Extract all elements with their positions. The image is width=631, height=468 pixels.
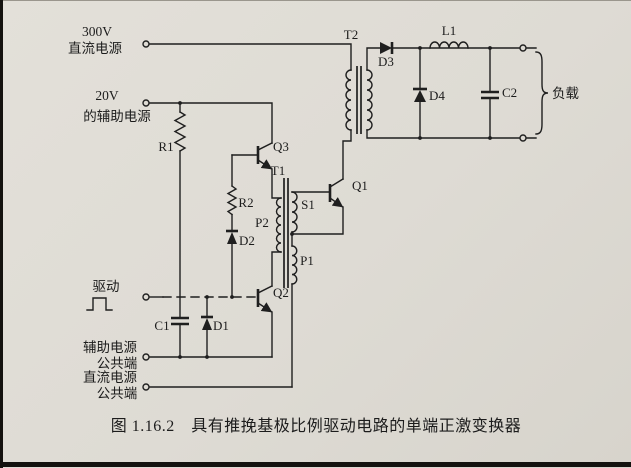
drive-pulse-waveform-icon (86, 297, 113, 311)
label-t1: T1 (271, 163, 285, 178)
q2-collector (257, 285, 273, 294)
resistor-r2: R2 (226, 154, 254, 216)
terminal-circles (142, 40, 527, 391)
label-q3: Q3 (273, 139, 289, 154)
wire-q1-emitter-junction (291, 206, 344, 235)
wire-secondary-top (366, 47, 381, 71)
t1-winding-s1 (291, 191, 298, 233)
label-d1: D1 (213, 318, 229, 333)
label-l1: L1 (442, 23, 456, 38)
transformer-t2: T2 (344, 27, 373, 134)
label-d3: D3 (378, 54, 394, 69)
label-r1: R1 (158, 139, 173, 154)
label-c1: C1 (154, 318, 169, 333)
q1-collector (329, 178, 344, 188)
label-d4: D4 (429, 88, 445, 103)
terminal-dc-common (142, 383, 150, 391)
label-drive-input: 驱动 (86, 279, 120, 311)
label-q2: Q2 (273, 285, 289, 300)
terminal-output-minus (519, 134, 527, 142)
label-p2: P2 (255, 215, 269, 230)
q2-emitter (257, 302, 273, 313)
wire-output-bottom (366, 129, 537, 139)
wire-p2-to-q2-collector (271, 251, 282, 287)
t2-secondary-winding (366, 69, 373, 131)
terminal-300v (142, 40, 150, 48)
label-dc-common: 直流电源 公共端 (83, 370, 137, 401)
transformer-t1: T1 P2 S1 P1 (255, 163, 315, 288)
label-drive: 驱动 (93, 279, 120, 294)
label-r2: R2 (238, 195, 253, 210)
scan-top-edge (0, 0, 631, 1)
scan-left-edge (0, 0, 3, 468)
label-q1: Q1 (352, 178, 368, 193)
label-20v: 20V (95, 88, 119, 103)
wire-q3-emitter-to-p2 (271, 168, 282, 199)
junction-dots (178, 46, 492, 359)
scan-bottom-edge (0, 462, 631, 467)
figure-caption: 图 1.16.2 具有推挽基极比例驱动电路的单端正激变换器 (111, 417, 522, 435)
load: 负载 (535, 51, 579, 135)
q3-emitter (257, 159, 273, 170)
label-aux-common-2: 公共端 (97, 356, 138, 371)
t1-winding-p1 (291, 245, 298, 285)
diode-d1: D1 (201, 296, 229, 358)
label-s1: S1 (301, 197, 315, 212)
terminal-aux-common (142, 353, 150, 361)
label-aux-common-1: 辅助电源 (83, 340, 137, 355)
label-aux-supply: 的辅助电源 (83, 109, 151, 124)
terminal-output-plus (519, 44, 527, 52)
resistor-r1: R1 (158, 102, 187, 319)
diode-d4: D4 (413, 47, 445, 139)
t2-primary-winding (345, 69, 352, 131)
label-300v-supply: 300V 直流电源 (68, 24, 122, 56)
q1-emitter (329, 197, 344, 208)
wire-300v-rail (148, 43, 352, 71)
label-dc-supply: 直流电源 (68, 41, 122, 56)
capacitor-c1: C1 (154, 316, 189, 358)
transistor-q2: Q2 (256, 285, 289, 313)
terminal-20v (142, 99, 150, 107)
label-dc-common-1: 直流电源 (83, 370, 137, 385)
label-300v: 300V (82, 24, 112, 39)
transistor-q3: Q3 (231, 139, 289, 170)
wire-t2-to-q1-collector (342, 129, 352, 180)
label-20v-supply: 20V 的辅助电源 (83, 88, 151, 124)
label-p1: P1 (300, 253, 314, 268)
wire-20v-rail (148, 102, 273, 144)
diode-d2: D2 (226, 213, 255, 298)
diode-d3: D3 (378, 42, 394, 69)
transistor-q1: Q1 (291, 178, 368, 208)
label-c2: C2 (502, 85, 517, 100)
load-brace (535, 51, 549, 135)
label-dc-common-2: 公共端 (97, 386, 138, 401)
terminal-drive (142, 293, 150, 301)
label-t2: T2 (344, 27, 358, 42)
label-d2: D2 (239, 233, 255, 248)
q3-collector (257, 142, 273, 151)
label-load: 负载 (552, 86, 579, 101)
label-aux-common: 辅助电源 公共端 (83, 340, 137, 371)
t1-winding-p2 (275, 197, 282, 253)
capacitor-c2: C2 (481, 47, 517, 139)
inductor-l1: L1 (429, 23, 469, 49)
